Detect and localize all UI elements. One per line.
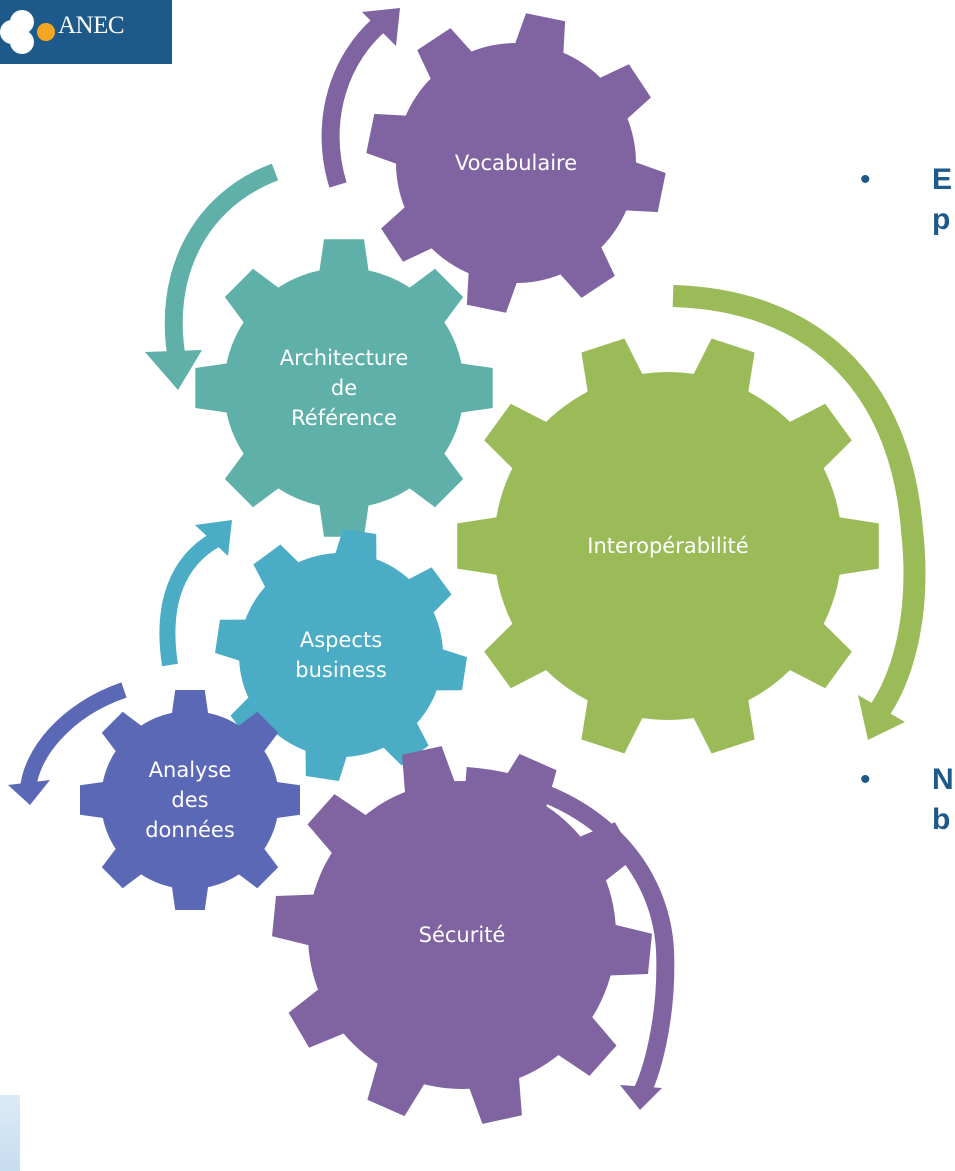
gear-interop-body: [494, 372, 842, 720]
bullet-1-line2: p: [932, 203, 951, 236]
gear-architecture-body: [224, 268, 464, 508]
gear-business: Aspects business: [215, 529, 467, 781]
gear-business-label: business: [295, 658, 387, 682]
gear-architecture-label: Référence: [291, 406, 397, 430]
gear-analyse-label: données: [145, 818, 235, 842]
bullet-2-marker: •: [860, 763, 871, 796]
gear-analyse-label: des: [171, 788, 208, 812]
gear-architecture-label: de: [331, 376, 357, 400]
bullet-2-line2: b: [932, 803, 951, 836]
gear-vocabulaire-label: Vocabulaire: [455, 151, 577, 175]
arrow-securite: [465, 767, 675, 1100]
gear-interop-label: Interopérabilité: [587, 534, 748, 558]
decorative-corner: [0, 1095, 20, 1171]
logo-text: ANEC: [58, 12, 125, 39]
gear-business-body: [239, 553, 443, 757]
arrow-business: [159, 533, 220, 667]
bullet-1-line1: E: [932, 163, 953, 196]
arrow-architecture: [164, 163, 279, 367]
arrow-vocabulaire: [321, 12, 391, 188]
gear-analyse: Analyse des données: [80, 690, 300, 910]
gear-securite-label: Sécurité: [419, 923, 506, 947]
cycle-arrows: [8, 8, 926, 1110]
arrow-interop: [672, 285, 926, 717]
arrow-head-vocabulaire: [362, 8, 400, 46]
bullet-2-line1: N: [932, 763, 954, 796]
arrow-analyse: [20, 682, 127, 791]
gear-architecture-label: Architecture: [280, 346, 409, 370]
logo-mark-icon: [0, 10, 55, 54]
gear-interop: Interopérabilité: [457, 338, 879, 754]
gear-business-label: Aspects: [300, 628, 382, 652]
gear-vocabulaire-body: [396, 43, 636, 283]
gear-analyse-label: Analyse: [149, 758, 232, 782]
gear-analyse-body: [101, 711, 279, 889]
anec-logo: ANEC: [0, 0, 172, 64]
gear-vocabulaire: Vocabulaire: [366, 13, 666, 313]
arrow-head-interop: [858, 695, 905, 740]
arrow-head-analyse: [8, 780, 50, 805]
arrow-head-securite: [620, 1085, 662, 1110]
gear-securite-body: [308, 781, 616, 1089]
gear-securite: Sécurité: [272, 746, 652, 1124]
bullet-1-marker: •: [860, 163, 871, 196]
arrow-head-architecture: [145, 350, 202, 390]
arrow-head-business: [195, 520, 232, 556]
